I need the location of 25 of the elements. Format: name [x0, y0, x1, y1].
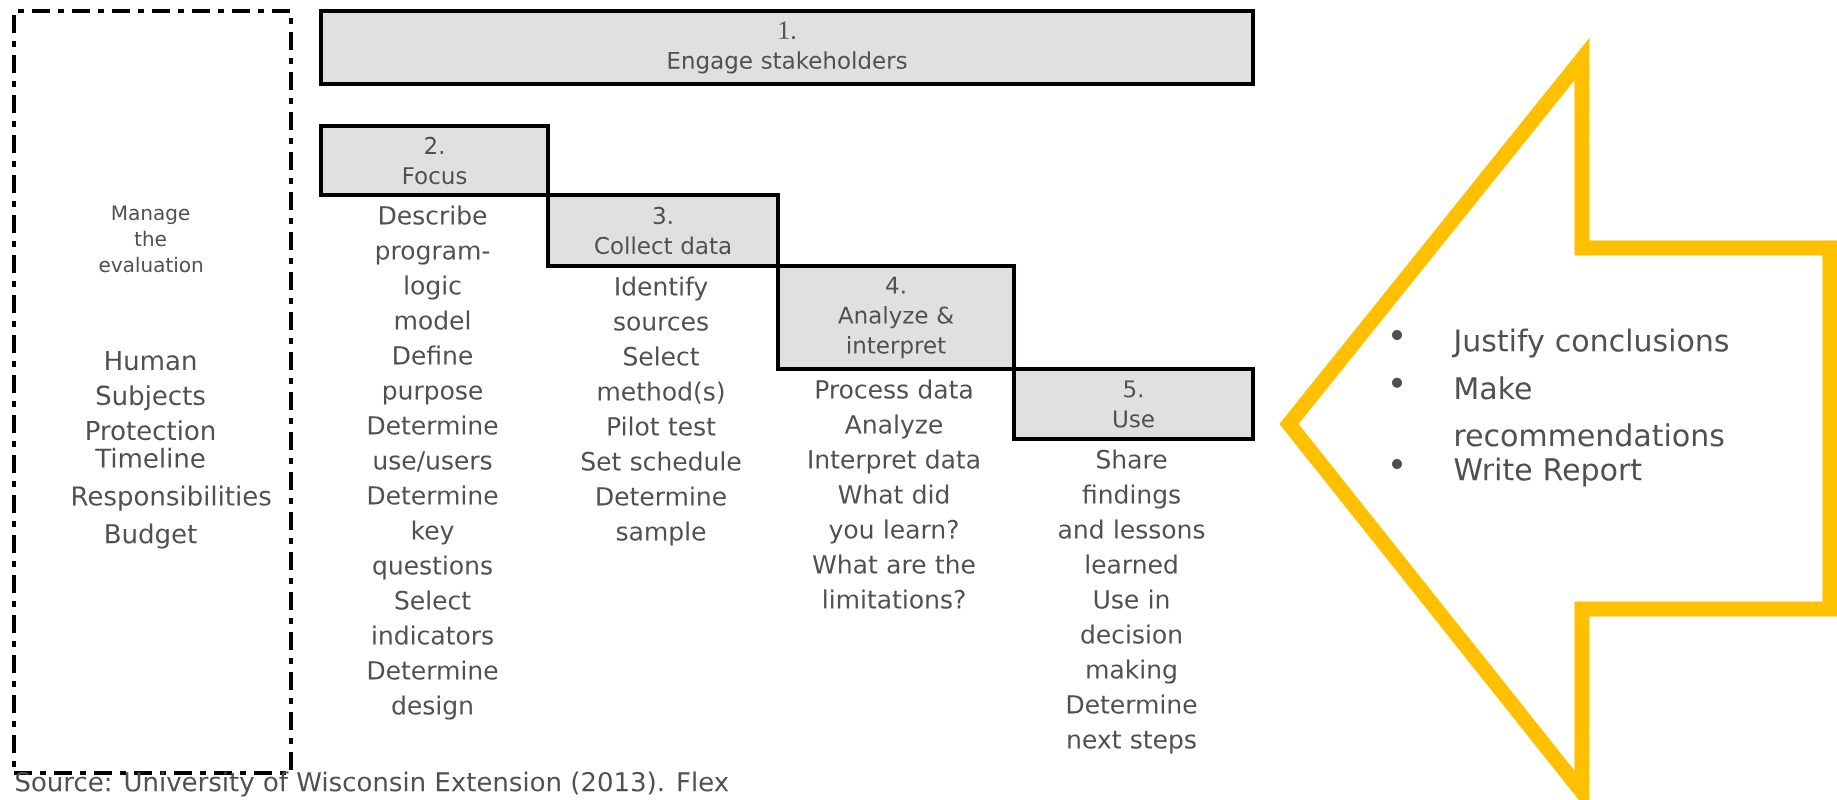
- node-label: Process data: [816, 379, 972, 399]
- step-list: Identify sources Select method(s) Pilot test Set schedule Determine sample: [581, 276, 741, 546]
- step-box: 2. Focus: [319, 124, 550, 197]
- node-label: Set schedule: [581, 451, 741, 471]
- step-box: 1. Engage stakeholders: [319, 9, 1255, 86]
- step-list: Share findings and lessons learned Use in decision making Determine next steps: [1059, 449, 1205, 754]
- node-label: Select indicators: [373, 590, 493, 645]
- node-label: Interpret data: [809, 449, 979, 474]
- node-label: Determine use/users: [368, 415, 498, 472]
- node-label: Select method(s): [598, 346, 724, 404]
- node-label: Analyze: [844, 414, 942, 439]
- node-label: Determine sample: [597, 486, 726, 546]
- step-list: Process data Analyze Interpret data What did you learn? What are the limitations?: [809, 379, 979, 609]
- node-label: Describe program-logic model: [376, 205, 490, 330]
- node-label: What are the limitations?: [812, 554, 975, 609]
- step-box: 4. Analyze & interpret: [776, 264, 1016, 371]
- node-label: Pilot test: [608, 416, 716, 436]
- node-label: Determine design: [368, 660, 498, 720]
- node-label: Determine key questions: [368, 485, 498, 580]
- node-label: What did you learn?: [829, 484, 958, 544]
- step-list: Describe program-logic model Define purpose Determine use/users Determine key questions Select indicators Determine design: [368, 205, 498, 720]
- node-label: Identify sources: [614, 276, 708, 331]
- step-box: 3. Collect data: [546, 193, 780, 268]
- node-label: Define purpose: [383, 345, 482, 405]
- step-box: 5. Use: [1012, 367, 1255, 441]
